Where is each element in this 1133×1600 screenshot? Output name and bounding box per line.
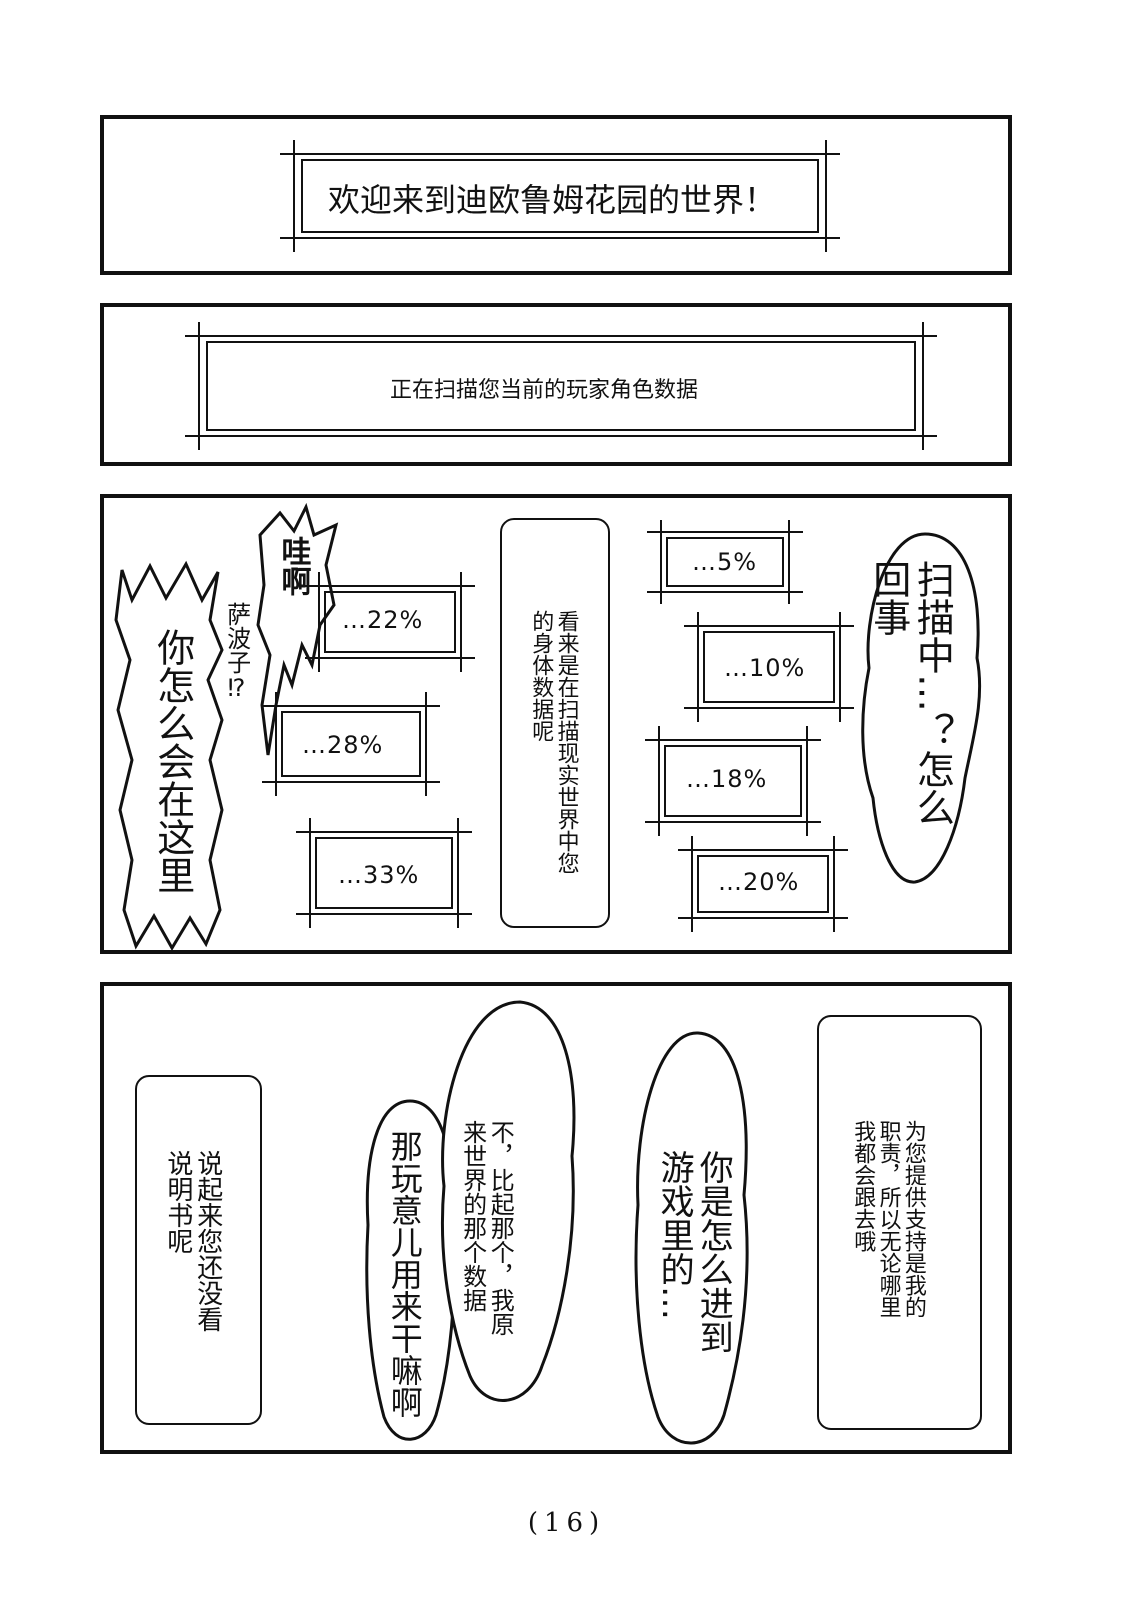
percent-22: …22%: [342, 606, 424, 634]
percent-frame-18: [645, 726, 821, 836]
scanning-text: 正在扫描您当前的玩家角色数据: [390, 378, 699, 403]
shout-bubble-why: [114, 560, 224, 951]
percent-frame-20: [678, 836, 848, 932]
manual-box: [135, 1075, 262, 1425]
original-data-text: 不，比起那个，我原来世界的那个数据: [458, 1120, 515, 1336]
percent-frame-10: [684, 612, 854, 722]
page-number: (16): [527, 1508, 606, 1538]
percent-5: …5%: [692, 548, 758, 576]
panel-scanning: [100, 303, 1012, 466]
duty-text: 为您提供支持是我的职责，所以无论哪里我都会跟去哦: [850, 1120, 926, 1318]
shout-wa-text: 哇啊: [275, 536, 311, 596]
percent-20: …20%: [718, 868, 800, 896]
narration-box: [500, 518, 610, 928]
panel-welcome: [100, 115, 1012, 275]
scan-frame: [185, 322, 937, 450]
manual-text: 说起来您还没看说明书呢: [162, 1150, 223, 1332]
percent-frame-22: [305, 572, 475, 672]
panel-scan: [100, 494, 1012, 954]
what-for-text: 那玩意儿用来干嘛啊: [385, 1130, 424, 1418]
percent-frame-33: [296, 818, 472, 928]
percent-frame-5: [647, 520, 803, 604]
percent-28: …28%: [302, 731, 384, 759]
name-call-text: 萨波子⁉: [222, 602, 251, 702]
shout-bubble-wa: [256, 502, 339, 756]
thought-bubble-original-data: [441, 1000, 576, 1402]
thought-bubble-scanning: [861, 532, 982, 884]
scanning-what-text: 扫描中…？怎么回事: [866, 560, 955, 826]
percent-18: …18%: [686, 765, 768, 793]
thought-bubble-how-enter: [634, 1031, 749, 1445]
duty-box: [817, 1015, 982, 1430]
how-enter-text: 你是怎么进到游戏里的…: [654, 1150, 734, 1354]
narration-text: 看来是在扫描现实世界中您的身体数据呢: [528, 610, 579, 874]
welcome-title: 欢迎来到迪欧鲁姆花园的世界！: [328, 181, 777, 219]
percent-10: …10%: [724, 654, 806, 682]
percent-33: …33%: [338, 861, 420, 889]
title-frame: [280, 140, 840, 252]
percent-frame-28: [262, 692, 440, 796]
why-here-text: 你怎么会在这里: [150, 628, 195, 894]
